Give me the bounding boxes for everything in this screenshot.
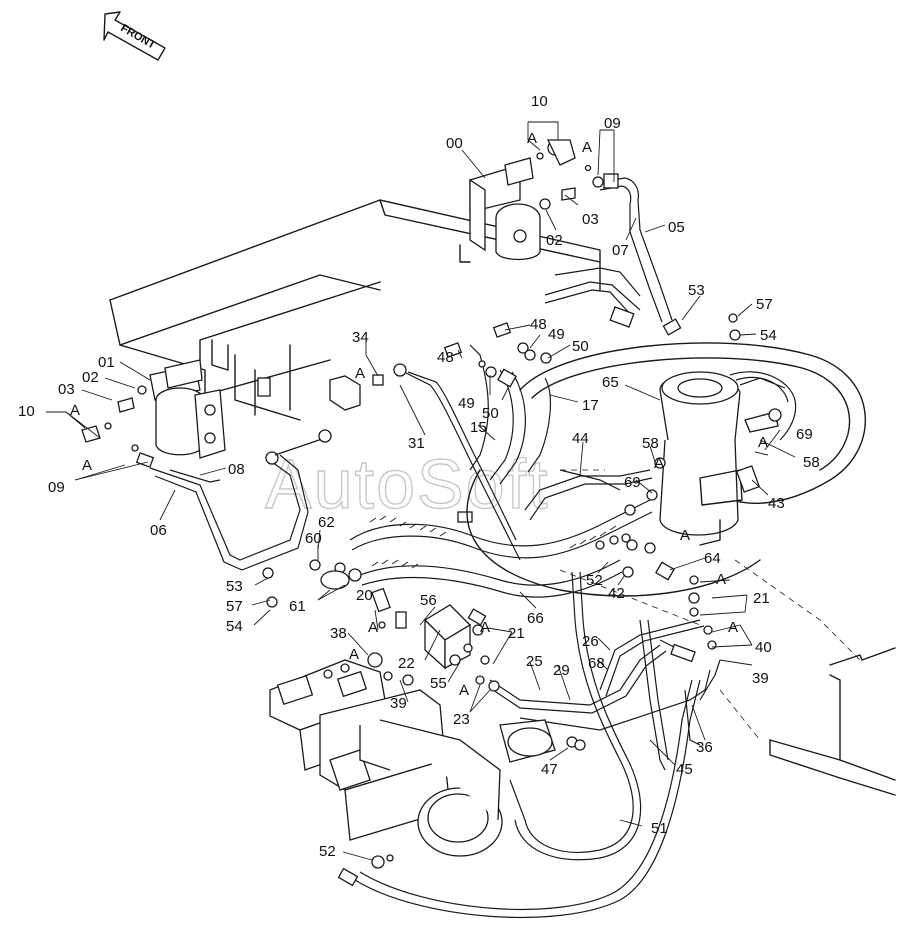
callout-69: 69 [796, 426, 813, 443]
callout-20: 20 [356, 587, 373, 604]
callout-47: 47 [541, 761, 558, 778]
callout-15: 15 [470, 419, 487, 436]
callout-39: 39 [752, 670, 769, 687]
callout-55: 55 [430, 675, 447, 692]
callout-48: 48 [530, 316, 547, 333]
callout-21-lower: 21 [508, 625, 525, 642]
callout-38: 38 [330, 625, 347, 642]
marker-a: A [459, 682, 469, 699]
front-arrow-label: FRONT [119, 22, 158, 51]
callout-64: 64 [704, 550, 721, 567]
callout-09-upper: 09 [604, 115, 621, 132]
callout-07: 07 [612, 242, 629, 259]
pipes-lower [489, 619, 721, 746]
callout-36: 36 [696, 739, 713, 756]
cab-frame [109, 199, 601, 523]
marker-a: A [355, 365, 365, 382]
front-direction-arrow: FRONT [103, 11, 166, 61]
callout-54-lower: 54 [226, 618, 243, 635]
callout-49: 49 [548, 326, 565, 343]
callout-43: 43 [768, 495, 785, 512]
fittings [81, 139, 741, 887]
callout-08: 08 [228, 461, 245, 478]
pilot-accumulator-upper [469, 157, 541, 261]
callout-10-upper: 10 [531, 93, 548, 110]
marker-a: A [70, 402, 80, 419]
pilot-accumulator-left [149, 359, 226, 459]
marker-a: A [368, 619, 378, 636]
callout-69-mid: 69 [624, 474, 641, 491]
callout-56: 56 [420, 592, 437, 609]
hoses-vertical [354, 571, 701, 919]
pipe-05-07 [544, 177, 673, 328]
right-frame [559, 469, 896, 796]
callout-44: 44 [572, 430, 589, 447]
marker-a: A [758, 434, 768, 451]
marker-a: A [654, 455, 664, 472]
callout-21: 21 [753, 590, 770, 607]
callout-62: 62 [318, 514, 335, 531]
callout-02-upper: 02 [546, 232, 563, 249]
marker-a: A [716, 571, 726, 588]
marker-a: A [349, 646, 359, 663]
callout-09: 09 [48, 479, 65, 496]
callout-52: 52 [319, 843, 336, 860]
callout-01: 01 [98, 354, 115, 371]
callout-57-lower: 57 [226, 598, 243, 615]
hoses-66 [349, 499, 653, 598]
marker-a: A [82, 457, 92, 474]
center-joint [659, 371, 797, 546]
callout-29: 29 [553, 662, 570, 679]
marker-a: A [480, 619, 490, 636]
callout-06: 06 [150, 522, 167, 539]
callout-51: 51 [651, 820, 668, 837]
callout-68: 68 [588, 655, 605, 672]
callout-53-lower: 53 [226, 578, 243, 595]
callout-60: 60 [305, 530, 322, 547]
callout-26: 26 [582, 633, 599, 650]
callout-65: 65 [602, 374, 619, 391]
callout-31: 31 [408, 435, 425, 452]
callout-50: 50 [572, 338, 589, 355]
callout-22: 22 [398, 655, 415, 672]
section-markers: A A A A A A A A A A A A A A [70, 130, 768, 699]
marker-a: A [728, 619, 738, 636]
callout-10: 10 [18, 403, 35, 420]
callout-54: 54 [760, 327, 777, 344]
callout-00: 00 [446, 135, 463, 152]
callout-57: 57 [756, 296, 773, 313]
callout-50-lower: 50 [482, 405, 499, 422]
callout-58-right: 58 [803, 454, 820, 471]
marker-a: A [680, 527, 690, 544]
callout-23: 23 [453, 711, 470, 728]
callout-66: 66 [527, 610, 544, 627]
callout-labels: 00 01 02 02 03 03 05 06 07 08 09 09 10 1… [18, 93, 820, 860]
callout-25: 25 [526, 653, 543, 670]
callout-52-mid: 52 [586, 572, 603, 589]
leader-lines [46, 121, 796, 861]
callout-02: 02 [82, 369, 99, 386]
callout-45: 45 [676, 761, 693, 778]
watermark: AutoSoft [265, 445, 550, 523]
callout-61: 61 [289, 598, 306, 615]
hoses-center [399, 344, 653, 561]
swing-ring [466, 342, 866, 597]
callout-49-lower: 49 [458, 395, 475, 412]
callout-58: 58 [642, 435, 659, 452]
callout-34: 34 [352, 329, 369, 346]
callout-53: 53 [688, 282, 705, 299]
marker-a: A [527, 130, 537, 147]
callout-39-lower: 39 [390, 695, 407, 712]
callout-17: 17 [582, 397, 599, 414]
callout-03-upper: 03 [582, 211, 599, 228]
pipe-06-08 [149, 429, 332, 571]
marker-a: A [582, 139, 592, 156]
callout-42: 42 [608, 585, 625, 602]
callout-05: 05 [668, 219, 685, 236]
callout-40: 40 [755, 639, 772, 656]
pump-assembly [269, 659, 556, 857]
callout-48-lower: 48 [437, 349, 454, 366]
callout-03: 03 [58, 381, 75, 398]
